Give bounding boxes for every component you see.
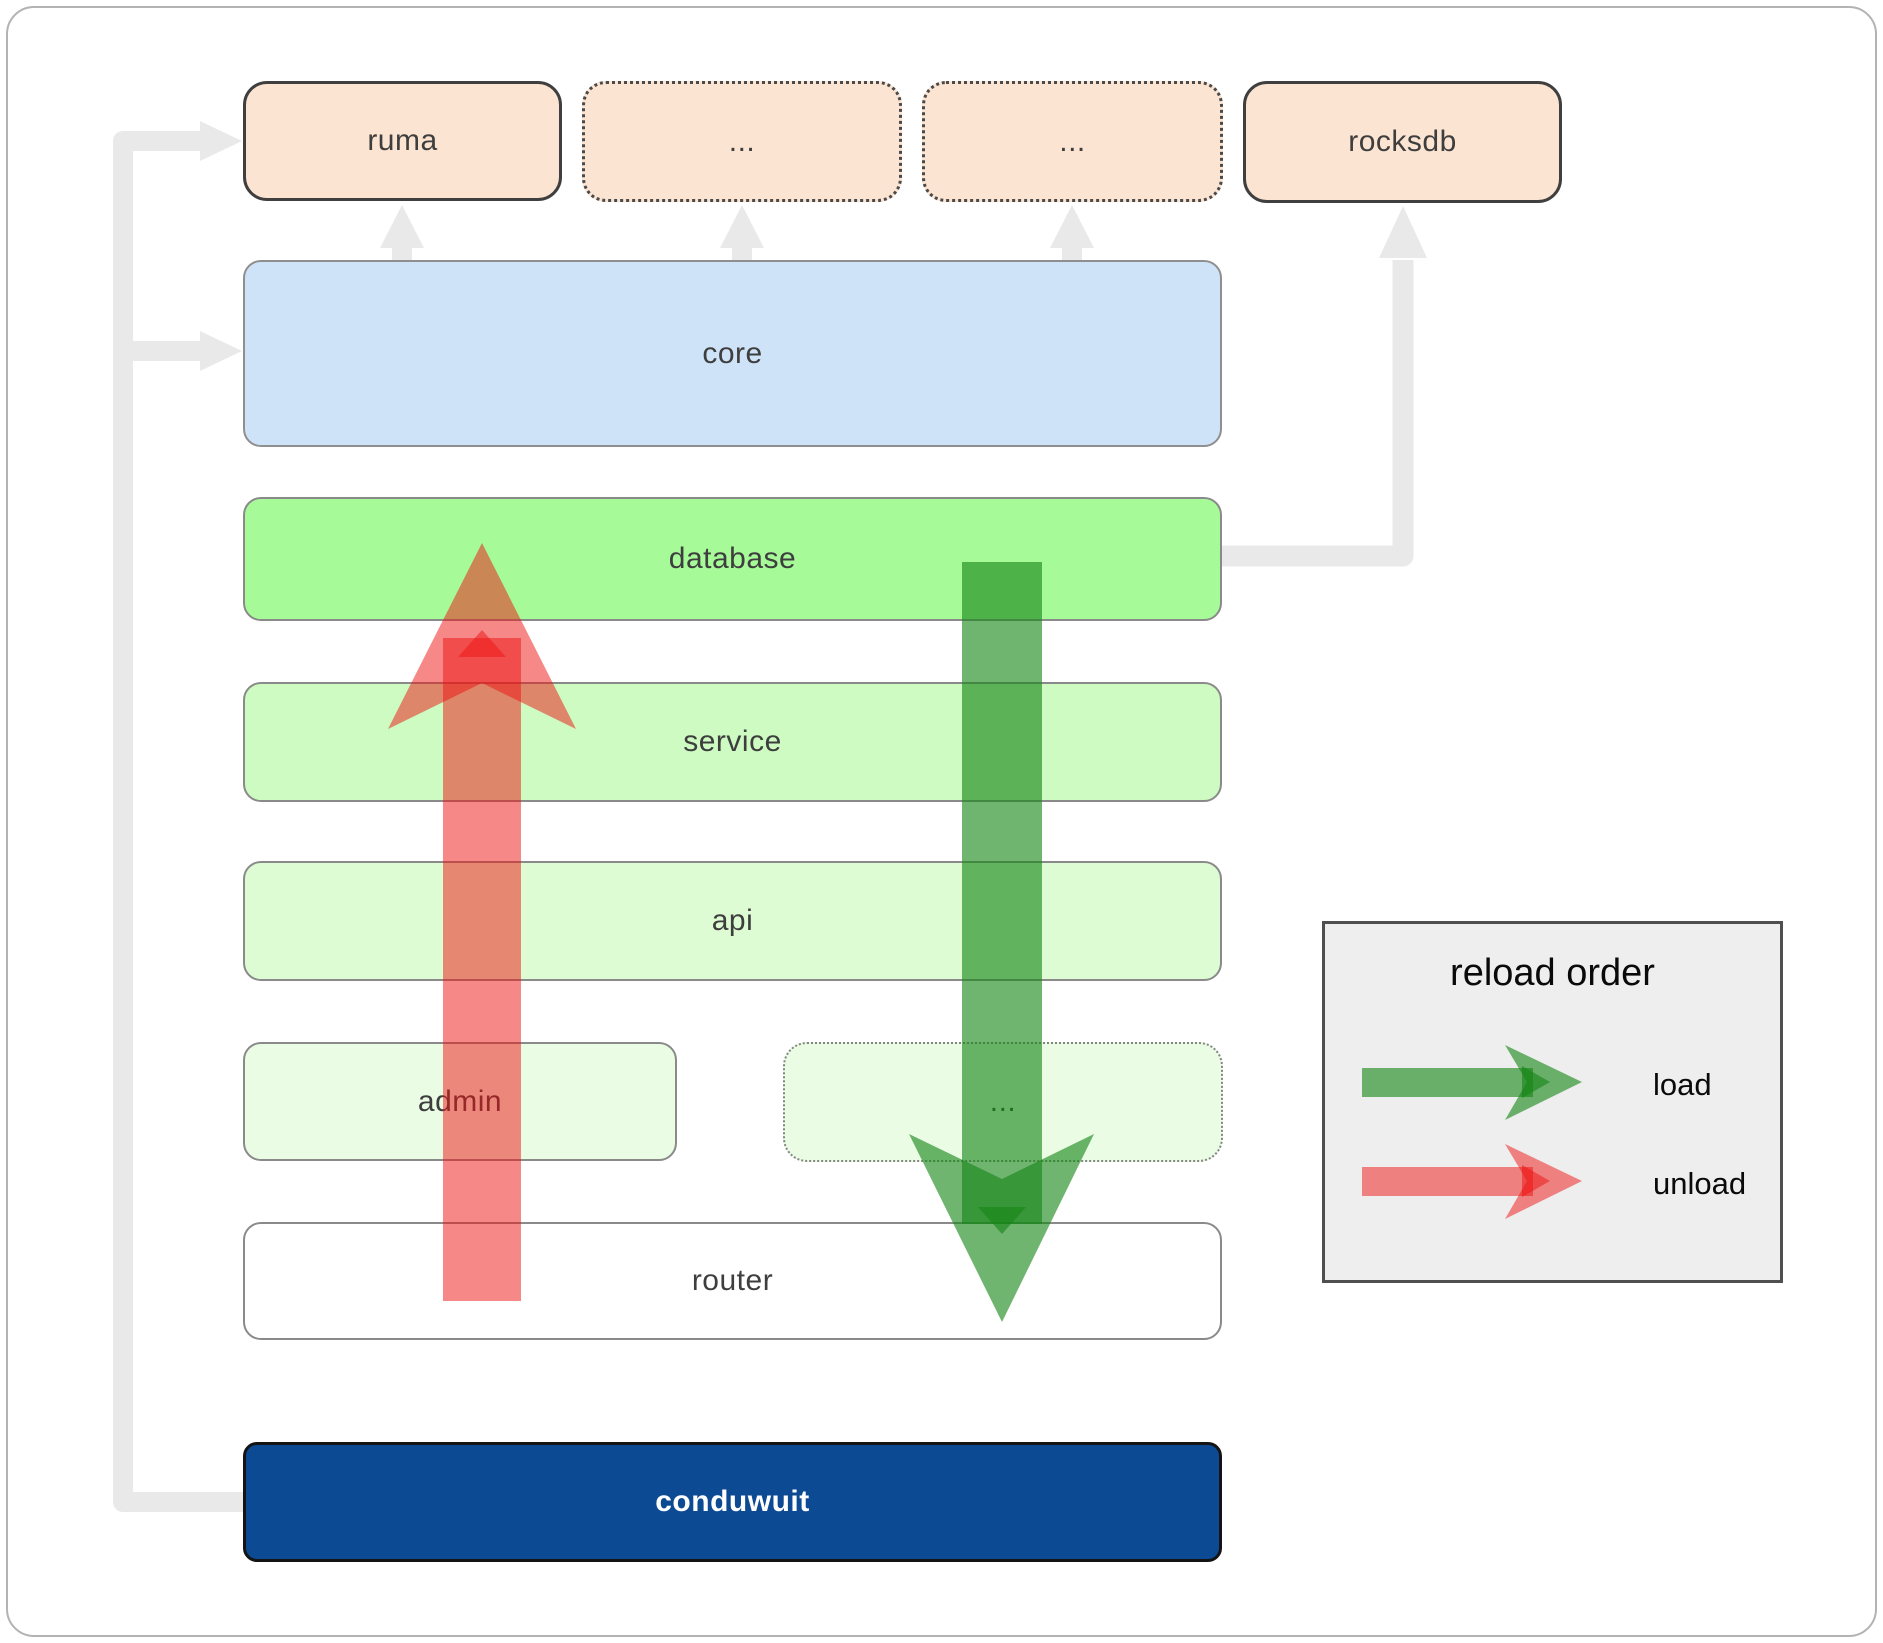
- legend-load-label: load: [1653, 1067, 1712, 1102]
- box-api-label: api: [711, 904, 754, 937]
- box-router: router: [243, 1222, 1222, 1340]
- box-core: core: [243, 260, 1222, 447]
- box-service: service: [243, 682, 1222, 802]
- legend-unload-label: unload: [1653, 1166, 1747, 1201]
- legend-title: reload order: [1450, 952, 1655, 994]
- box-database: database: [243, 497, 1222, 621]
- box-ellipsis-admin-label: ...: [989, 1085, 1017, 1118]
- box-ellipsis-top-1: ...: [582, 81, 902, 202]
- box-rocksdb-label: rocksdb: [1348, 125, 1457, 158]
- box-rocksdb: rocksdb: [1243, 81, 1562, 203]
- box-ruma-label: ruma: [367, 124, 438, 157]
- box-admin: admin: [243, 1042, 677, 1161]
- box-router-label: router: [691, 1264, 774, 1297]
- box-ellipsis-admin: ...: [783, 1042, 1223, 1162]
- box-service-label: service: [683, 725, 782, 758]
- box-ellipsis-top-1-label: ...: [728, 124, 756, 158]
- legend-reload-order: reload order load unload: [1322, 921, 1783, 1283]
- box-ellipsis-top-2: ...: [922, 81, 1223, 202]
- box-core-label: core: [702, 336, 763, 370]
- box-api: api: [243, 861, 1222, 981]
- box-database-label: database: [668, 542, 797, 575]
- box-conduwuit-label: conduwuit: [655, 1485, 810, 1518]
- box-admin-label: admin: [417, 1084, 503, 1118]
- box-conduwuit: conduwuit: [243, 1442, 1222, 1562]
- outer-frame: [6, 6, 1877, 1637]
- box-ellipsis-top-2-label: ...: [1059, 124, 1086, 158]
- box-ruma: ruma: [243, 81, 562, 201]
